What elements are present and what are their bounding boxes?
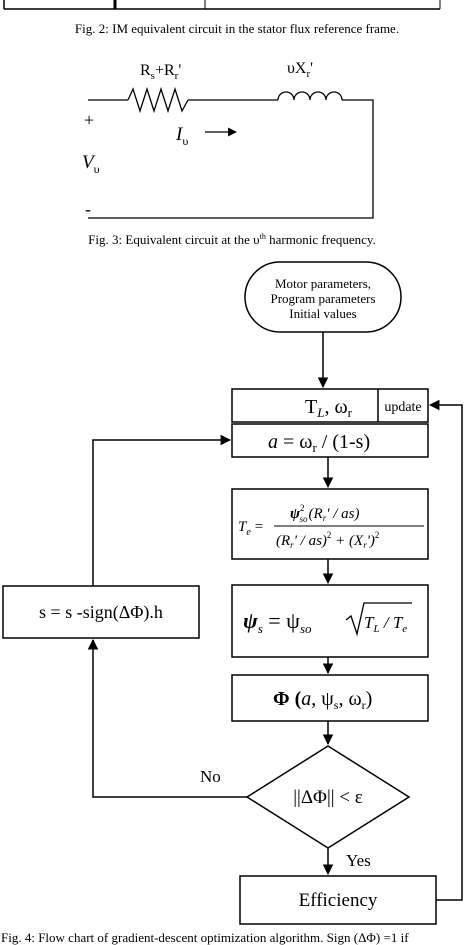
psi-radicand: TL / Te <box>364 613 407 635</box>
plus-terminal: + <box>84 110 94 130</box>
efficiency-box <box>239 875 437 925</box>
no-branch <box>87 638 247 798</box>
flowchart-connectors <box>87 332 463 901</box>
te-lhs: Te= <box>238 519 263 538</box>
resistor-zigzag <box>127 86 189 114</box>
a-box-label: a = ωr / (1-s) <box>268 431 370 455</box>
a-box <box>231 423 429 458</box>
s-update-box <box>2 585 200 639</box>
inductor-label: υXr' <box>287 60 313 80</box>
voltage-label: Vυ <box>82 152 100 176</box>
flowchart-shapes <box>2 261 437 925</box>
fig3-caption: Fig. 3: Equivalent circuit at the υth ha… <box>88 232 376 247</box>
sqrt-sign <box>345 602 412 637</box>
efficiency-label: Efficiency <box>299 890 378 911</box>
psi-box <box>231 584 429 658</box>
start-line-3: Initial values <box>289 306 357 321</box>
te-denominator: (Rr' / as)2 + (Xr')2 <box>276 530 379 550</box>
phi-label: Φ (a, ψs, ωr) <box>273 688 372 712</box>
psi-formula: ψs = ψso <box>243 608 312 636</box>
no-label: No <box>200 767 221 786</box>
s-update-to-a <box>92 434 232 586</box>
top-wire-right <box>88 99 374 219</box>
s-update-label: s = s -sign(ΔΦ).h <box>39 602 163 623</box>
start-line-2: Program parameters <box>270 291 375 306</box>
load-box <box>231 388 429 423</box>
te-box <box>231 488 429 560</box>
current-label: Iυ <box>175 124 188 148</box>
start-line-1: Motor parameters, <box>275 276 371 291</box>
load-box-label: TL, ωr <box>305 396 353 420</box>
fig3-circuit <box>88 86 374 219</box>
fig4-caption: Fig. 4: Flow chart of gradient-descent o… <box>1 930 409 945</box>
decision-label: ||ΔΦ|| < ε <box>293 787 363 808</box>
efficiency-loop-back <box>428 399 463 901</box>
yes-label: Yes <box>346 851 371 870</box>
minus-terminal: - <box>85 199 91 219</box>
fig2-caption: Fig. 2: IM equivalent circuit in the sta… <box>75 21 399 36</box>
resistor-label: Rs+Rr' <box>140 62 181 82</box>
table-remnant <box>3 0 441 10</box>
phi-box <box>231 674 429 722</box>
inductor-coil <box>277 91 343 101</box>
update-label: update <box>384 400 421 415</box>
